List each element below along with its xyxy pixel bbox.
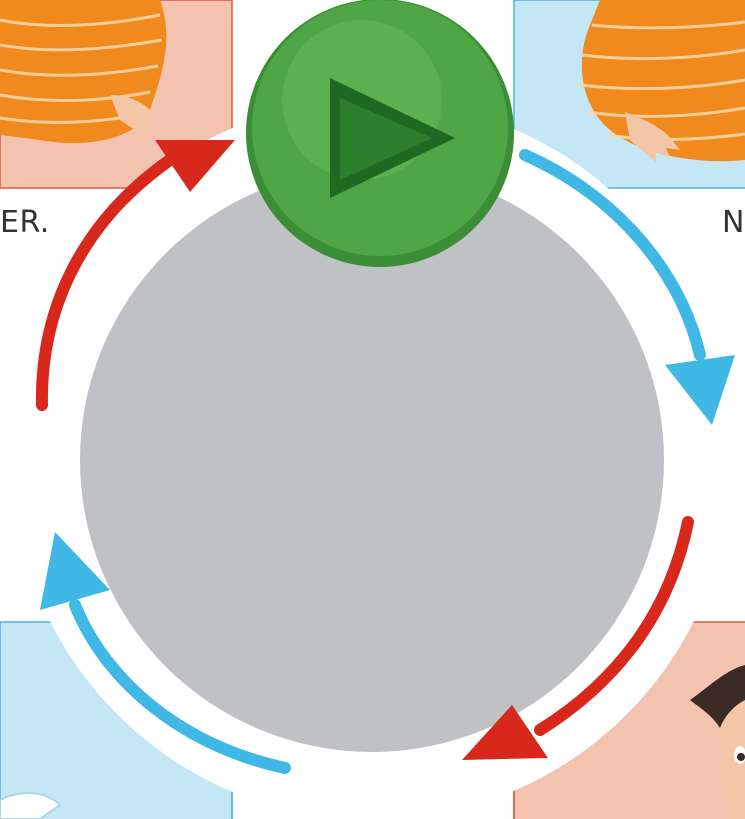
cycle-arrow-blue-bottom-left [40,532,291,774]
play-icon [330,78,455,198]
cycle-arrow-red-bottom-right [462,516,694,760]
character-arm-top-right [579,0,745,162]
decorative-swoosh [0,792,62,819]
character-arm-top-left [0,0,167,144]
play-button[interactable] [246,0,514,267]
character-head-bottom-right [690,665,745,819]
center-placeholder [80,168,664,752]
cycle-arrow-red-top-left [35,140,235,411]
step-label-right: N [722,205,745,240]
cycle-arrow-blue-top-right [519,149,735,425]
step-label-left: ER. [0,205,50,240]
